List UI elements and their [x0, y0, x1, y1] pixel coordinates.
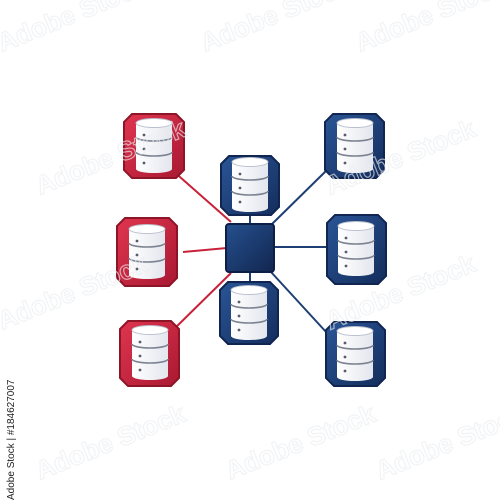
database-node-navy-center-top [220, 155, 280, 216]
database-node-red-top [123, 113, 185, 179]
database-node-navy-center-bottom [219, 281, 279, 345]
connector-line [271, 169, 328, 225]
database-node-navy-top-right [324, 113, 385, 179]
database-icon [128, 223, 166, 280]
connector-line [182, 247, 228, 253]
database-icon [336, 117, 374, 174]
connector-line [169, 272, 232, 334]
database-icon [337, 220, 375, 277]
stock-id-label: Adobe Stock | #184627007 [6, 379, 17, 500]
database-node-red-bottom [119, 320, 180, 387]
connector-lines [169, 169, 328, 334]
database-icon [135, 117, 173, 174]
database-icon [336, 325, 374, 382]
central-hub [225, 223, 275, 273]
database-node-red-middle [116, 217, 178, 287]
database-icon [231, 156, 269, 213]
database-node-navy-middle-right [326, 214, 387, 285]
connector-line [171, 169, 232, 223]
connector-line [270, 271, 328, 334]
database-icon [131, 324, 169, 381]
central-hub-icon [225, 223, 275, 273]
database-node-navy-bottom-right [325, 321, 386, 387]
database-icon [230, 284, 268, 341]
